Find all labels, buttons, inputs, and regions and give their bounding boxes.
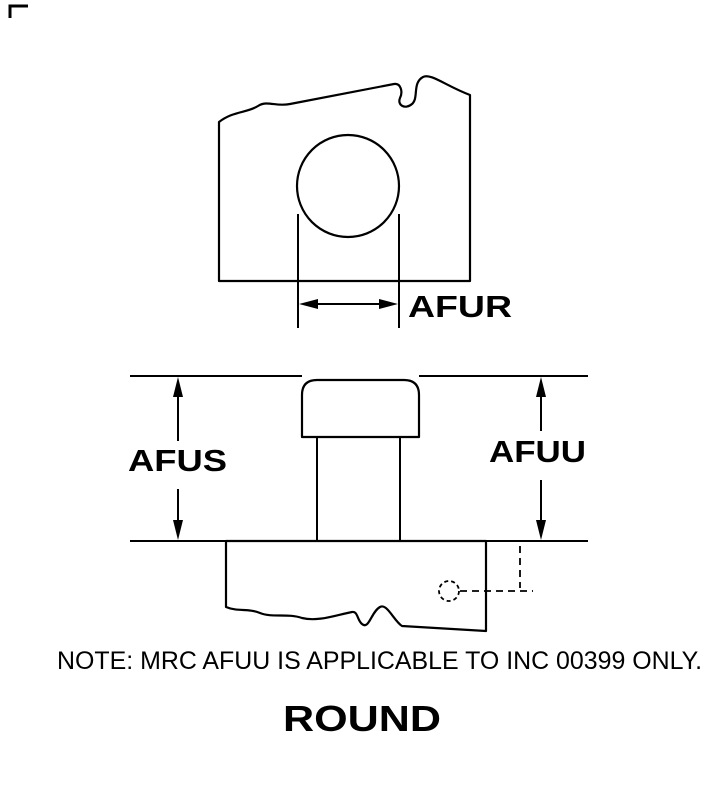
page-corner-mark — [8, 4, 28, 18]
top-view-plate-outline — [217, 75, 472, 283]
hole-circle — [295, 133, 401, 239]
afus-dimension: AFUS — [128, 377, 227, 540]
drawing-title: ROUND — [283, 698, 441, 739]
fastener-head — [300, 378, 421, 439]
note-text: NOTE: MRC AFUU IS APPLICABLE TO INC 0039… — [57, 647, 702, 675]
afur-arrowhead-left — [299, 299, 318, 309]
afuu-arrowhead-down — [536, 520, 546, 540]
afus-arrowhead-down — [173, 520, 183, 540]
afur-dimension: AFUR — [299, 289, 512, 324]
afus-label: AFUS — [128, 443, 227, 478]
hidden-hole-dashed-circle — [438, 580, 460, 602]
afus-arrowhead-up — [173, 377, 183, 397]
afur-label: AFUR — [408, 289, 512, 324]
afur-arrowhead-right — [379, 299, 398, 309]
afuu-label: AFUU — [489, 434, 586, 469]
lower-plate-outline — [224, 539, 488, 633]
afuu-dimension: AFUU — [489, 377, 586, 540]
afuu-arrowhead-up — [536, 377, 546, 397]
